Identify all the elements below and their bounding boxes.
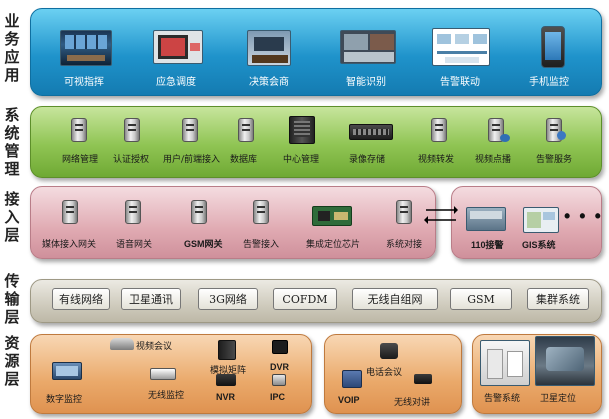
system-item-label: 中心管理 <box>283 155 320 165</box>
layer-label-business: 业务 应用 <box>4 12 20 84</box>
transport-wired: 有线网络 <box>52 288 110 310</box>
access-item-label: 系统对接 <box>386 240 423 250</box>
access-item-label: 集成定位芯片 <box>306 240 361 250</box>
walkie-talkie-icon <box>414 374 432 384</box>
server-icon <box>125 200 141 224</box>
layer-label-system: 系统 管理 <box>4 106 20 178</box>
system-item-label: 视频转发 <box>418 155 455 165</box>
server-icon <box>238 118 254 142</box>
system-item-label: 视频点播 <box>475 155 512 165</box>
resource-label: 视频会议 <box>136 342 173 352</box>
resource-label: 告警系统 <box>484 394 521 404</box>
server-icon <box>191 200 207 224</box>
globe-icon <box>500 134 510 142</box>
external-item-label: 110接警 <box>471 240 504 250</box>
resource-label: 电话会议 <box>366 368 403 378</box>
access-item-label: 告警接入 <box>243 240 280 250</box>
ipc-camera-icon <box>272 374 286 386</box>
resource-label: IPC <box>270 392 286 402</box>
storage-array-icon <box>349 124 393 140</box>
bidirectional-arrow-icon <box>424 206 458 224</box>
access-item-label: GSM网关 <box>184 239 223 249</box>
conference-phone-icon <box>380 343 398 359</box>
cabinet-icon <box>289 116 315 144</box>
system-item-label: 录像存储 <box>349 155 386 165</box>
resource-label: NVR <box>216 392 236 402</box>
business-item-label: 告警联动 <box>440 77 480 88</box>
external-item-label: GIS系统 <box>522 240 556 250</box>
resource-label: 数字监控 <box>46 395 83 405</box>
digital-monitor-icon <box>52 362 82 380</box>
transport-trunking: 集群系统 <box>527 288 589 310</box>
conference-image <box>247 30 291 66</box>
globe-icon <box>557 131 566 140</box>
transport-cofdm: COFDM <box>273 288 337 310</box>
business-item-label: 智能识别 <box>346 77 386 88</box>
server-icon <box>396 200 412 224</box>
server-icon <box>62 200 78 224</box>
server-icon <box>182 118 198 142</box>
mobile-phone-image <box>541 26 565 68</box>
access-layer-band <box>30 186 436 259</box>
system-item-label: 告警服务 <box>536 155 573 165</box>
alarm-linkage-image <box>432 28 490 66</box>
resource-label: DVR <box>270 362 290 372</box>
server-icon <box>253 200 269 224</box>
transport-satellite: 卫星通讯 <box>121 288 181 310</box>
resource-label: 无线对讲 <box>394 398 431 408</box>
more-icon: • • • <box>564 206 603 226</box>
layer-label-resource: 资源 层 <box>4 334 20 388</box>
chip-board-icon <box>312 206 352 226</box>
video-conference-device-icon <box>110 338 134 350</box>
business-item-label: 手机监控 <box>529 77 569 88</box>
transport-adhoc: 无线自组网 <box>352 288 438 310</box>
dispatch-terminal-image <box>153 30 203 64</box>
transport-3g: 3G网络 <box>198 288 258 310</box>
business-item-label: 应急调度 <box>156 77 196 88</box>
satellite-positioning-image <box>535 336 595 386</box>
command-center-image <box>60 30 112 66</box>
nvr-device-icon <box>216 374 236 386</box>
resource-label: 无线监控 <box>148 391 185 401</box>
wireless-monitor-device-icon <box>150 368 176 380</box>
gis-map-image <box>523 207 559 233</box>
matrix-device-icon <box>218 340 236 360</box>
transport-gsm: GSM <box>450 288 512 310</box>
server-icon <box>431 118 447 142</box>
layer-label-access: 接入 层 <box>4 190 20 244</box>
server-icon <box>71 118 87 142</box>
resource-label: VOIP <box>338 395 360 405</box>
system-item-label: 认证授权 <box>113 155 150 165</box>
alarm-system-image <box>480 340 530 386</box>
resource-label: 模拟矩阵 <box>210 366 247 376</box>
access-item-label: 媒体接入网关 <box>42 240 97 250</box>
layer-label-transport: 传输 层 <box>4 272 20 326</box>
access-item-label: 语音网关 <box>116 240 153 250</box>
server-icon <box>124 118 140 142</box>
resource-label: 卫星定位 <box>540 394 577 404</box>
business-item-label: 决策会商 <box>249 77 289 88</box>
business-layer-band <box>30 8 602 96</box>
system-item-label: 网络管理 <box>62 155 99 165</box>
dvr-device-icon <box>272 340 288 354</box>
business-item-label: 可视指挥 <box>64 77 104 88</box>
system-layer-band <box>30 106 602 178</box>
voip-phone-icon <box>342 370 362 388</box>
system-item-label: 用户/前端接入 <box>163 155 221 165</box>
recognition-image <box>340 30 396 64</box>
system-item-label: 数据库 <box>230 155 258 165</box>
police-110-image <box>466 207 506 231</box>
